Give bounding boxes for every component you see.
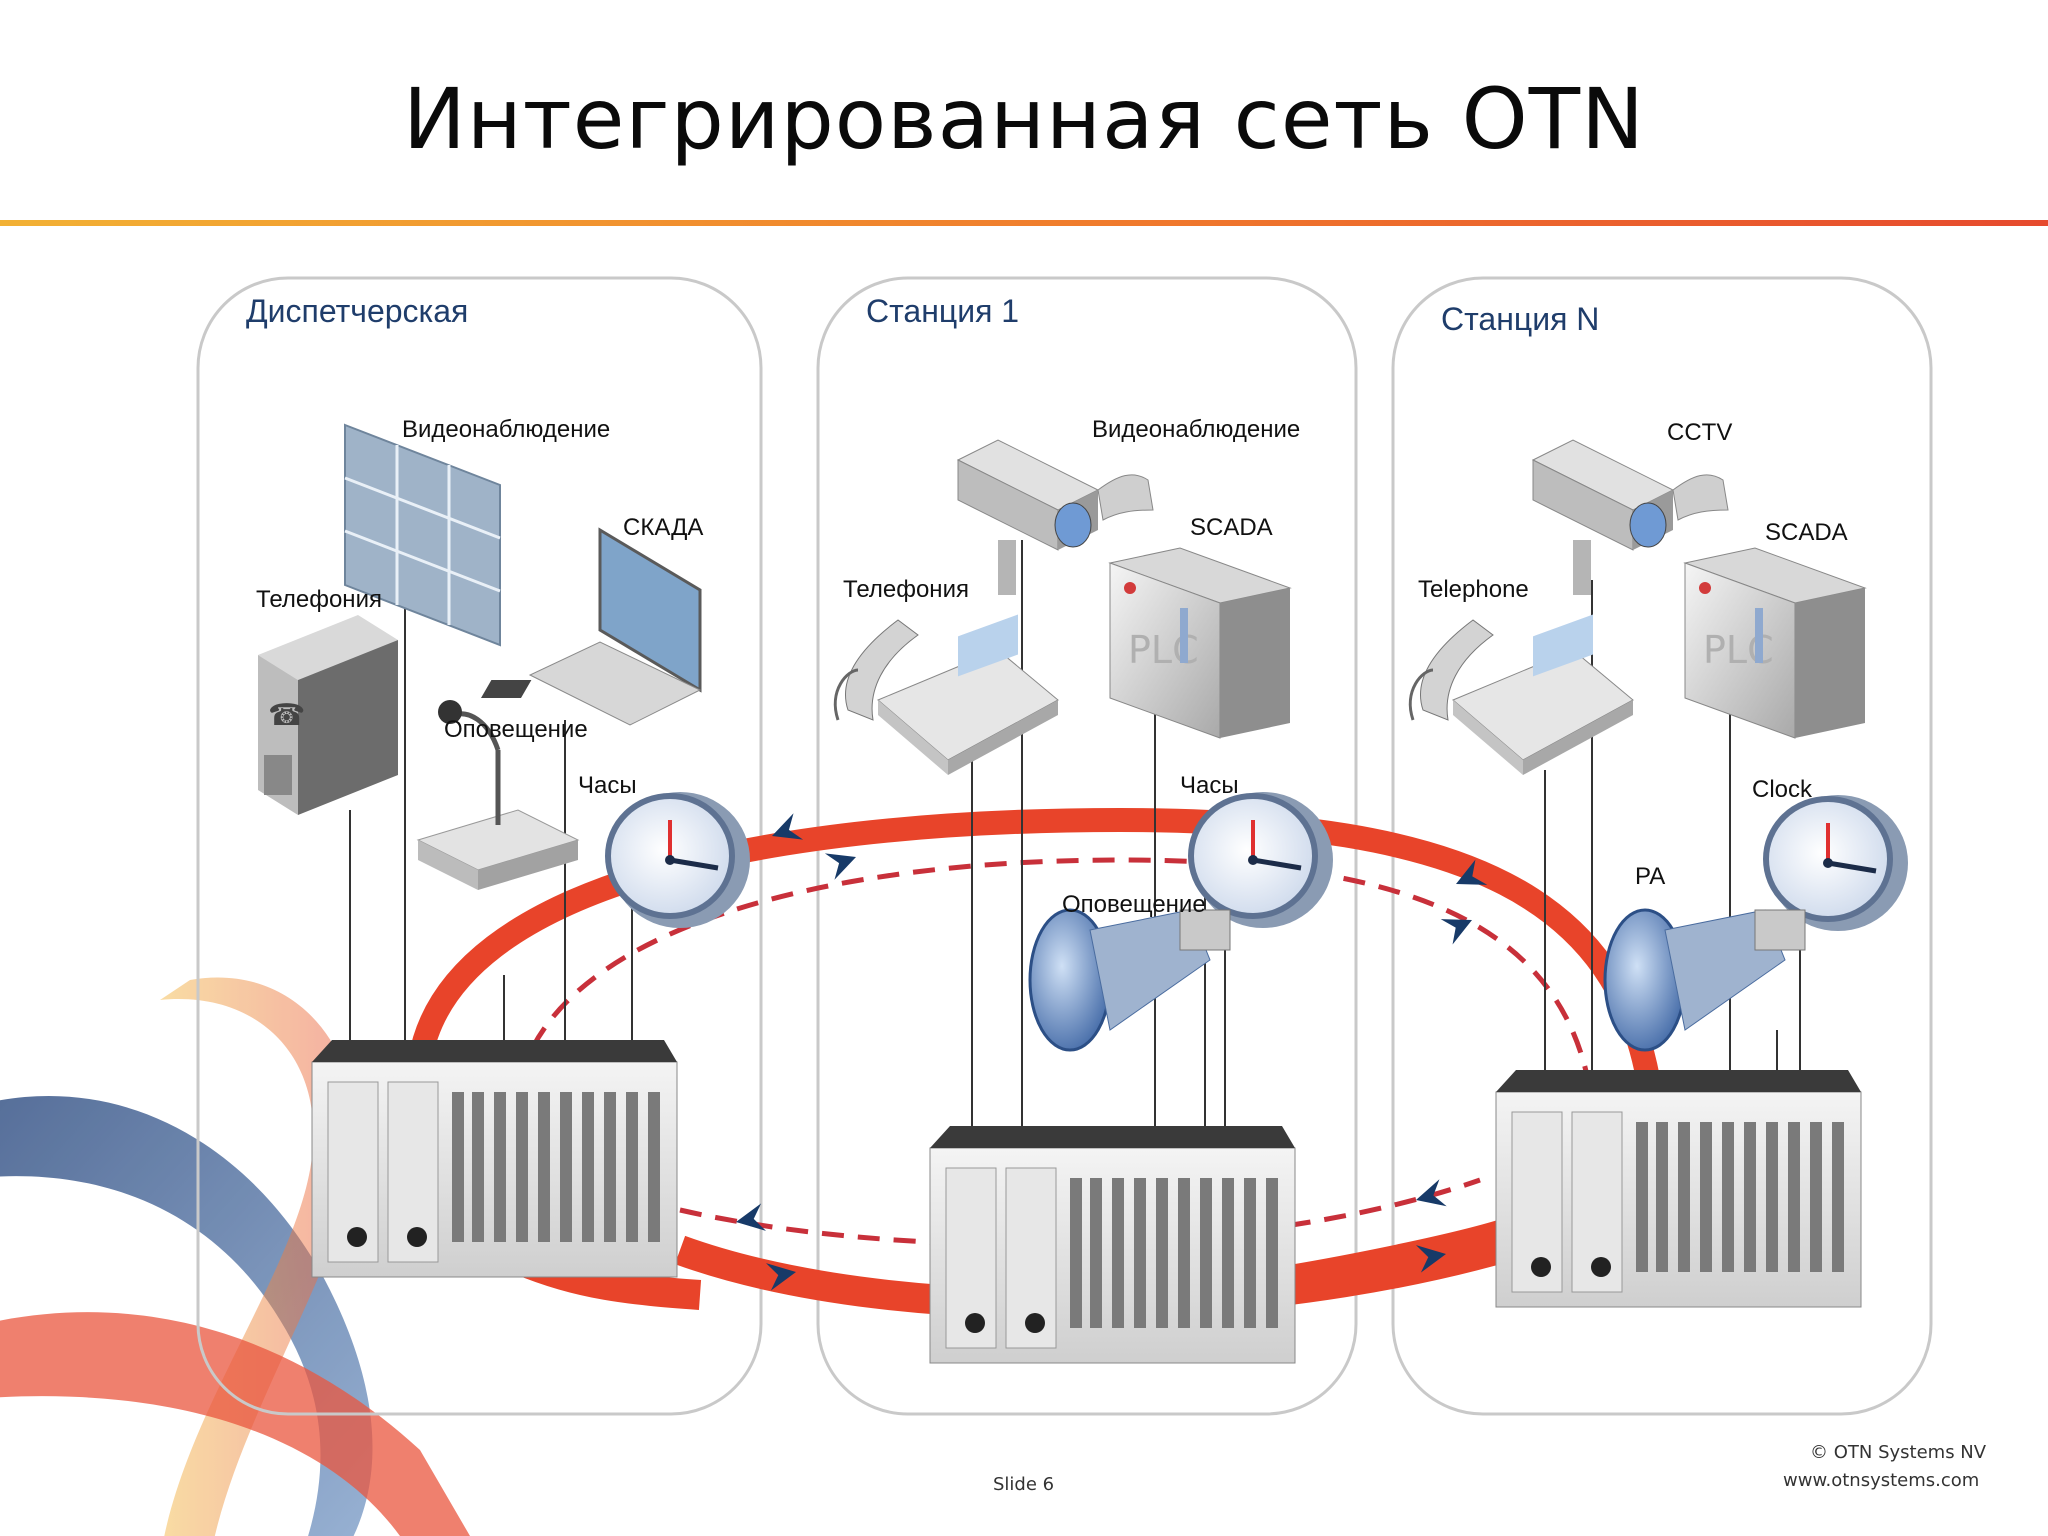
slide-number: Slide 6 [993, 1474, 1055, 1495]
label-dispatch-clock: Часы [578, 772, 637, 799]
label-stationn-pa: PA [1635, 863, 1665, 890]
network-switch-icon [311, 1040, 1862, 1364]
label-dispatch-telephony: Телефония [256, 586, 382, 613]
label-dispatch-scada: СКАДА [623, 514, 703, 541]
plc-label: PLC [1128, 628, 1199, 672]
label-station1-scada: SCADA [1190, 514, 1273, 541]
svg-text:☎: ☎ [268, 699, 305, 732]
server-phone-icon: ☎ [258, 615, 398, 815]
label-stationn-scada: SCADA [1765, 519, 1848, 546]
label-stationn-telephone: Telephone [1418, 576, 1529, 603]
plc-rack-icon: PLC PLC [1108, 547, 1867, 739]
plc-label: PLC [1703, 628, 1774, 672]
clock-icon [605, 792, 1908, 931]
laptop-icon [481, 527, 702, 726]
label-stationn-cctv: CCTV [1667, 419, 1732, 446]
page-title: Интегрированная сеть OTN [403, 70, 1645, 168]
label-station1-video: Видеонаблюдение [1092, 416, 1300, 443]
microphone-console-icon [416, 700, 580, 890]
label-station1-clock: Часы [1180, 772, 1239, 799]
panel-header-dispatch: Диспетчерская [246, 293, 468, 329]
camera-icon [956, 439, 1729, 595]
website-text: www.otnsystems.com [1783, 1470, 1980, 1491]
label-stationn-clock: Clock [1752, 776, 1813, 803]
label-station1-pa: Оповещение [1062, 891, 1206, 918]
video-wall-icon [344, 423, 501, 647]
label-dispatch-video: Видеонаблюдение [402, 416, 610, 443]
panel-header-station-1: Станция 1 [866, 293, 1019, 329]
title-divider [0, 220, 2048, 226]
label-dispatch-pa: Оповещение [444, 716, 588, 743]
telephone-icon [833, 614, 1634, 775]
loudspeaker-icon [1028, 908, 1806, 1052]
panel-header-station-n: Станция N [1441, 301, 1599, 337]
copyright-text: © OTN Systems NV [1810, 1442, 1987, 1463]
label-station1-telephony: Телефония [843, 576, 969, 603]
